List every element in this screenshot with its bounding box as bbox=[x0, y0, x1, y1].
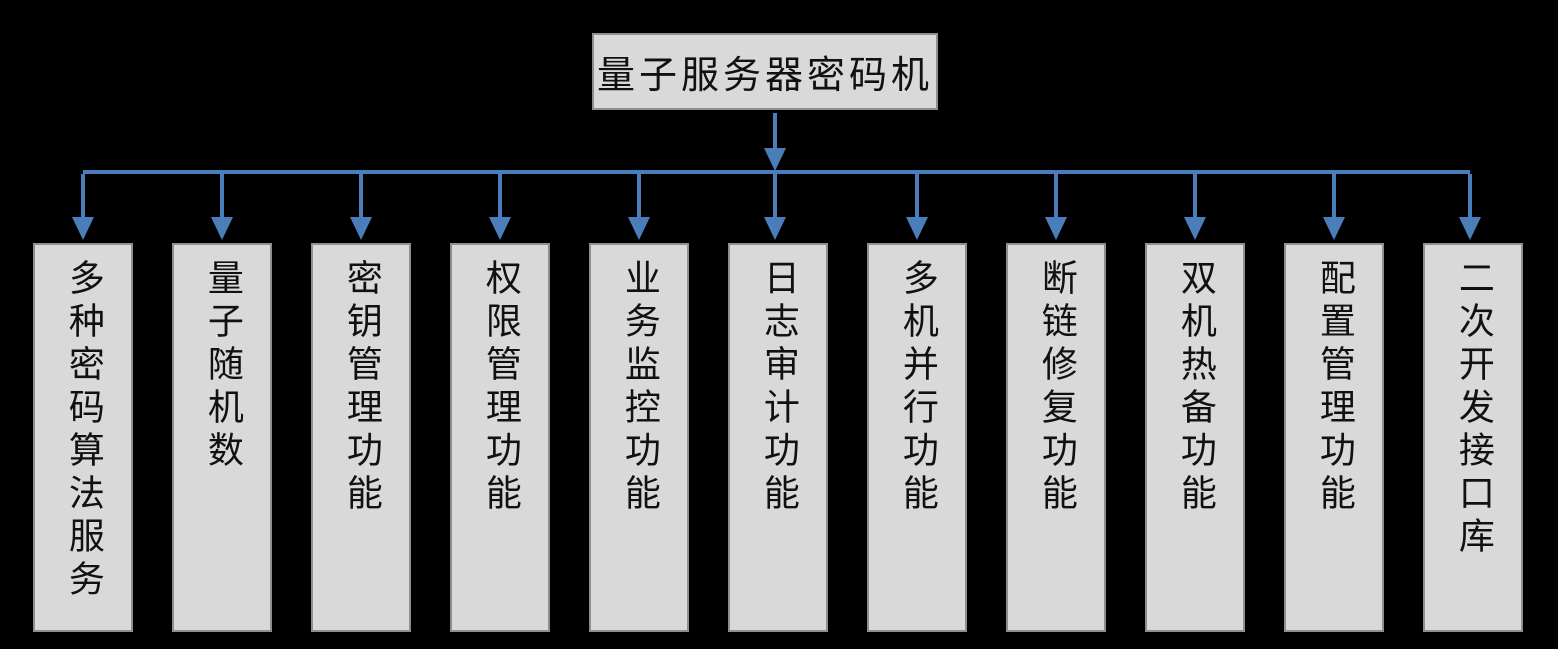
branch-down-arrow bbox=[1323, 174, 1345, 240]
child-node-label: 业务监控功能 bbox=[619, 259, 660, 517]
branch-down-arrow bbox=[1184, 174, 1206, 240]
child-node-label: 量子随机数 bbox=[202, 259, 243, 474]
branch-down-arrow bbox=[211, 174, 233, 240]
child-node-label: 多种密码算法服务 bbox=[63, 259, 104, 603]
child-node-hot-standby: 双机热备功能 bbox=[1145, 243, 1245, 632]
child-node-label: 密钥管理功能 bbox=[341, 259, 382, 517]
child-node-label: 多机并行功能 bbox=[897, 259, 938, 517]
branch-down-arrow bbox=[350, 174, 372, 240]
branch-down-arrow bbox=[489, 174, 511, 240]
child-node-label: 双机热备功能 bbox=[1175, 259, 1216, 517]
branch-down-arrow bbox=[72, 174, 94, 240]
child-node-label: 权限管理功能 bbox=[480, 259, 521, 517]
child-node-permission-management: 权限管理功能 bbox=[450, 243, 550, 632]
root-node: 量子服务器密码机 bbox=[592, 33, 938, 110]
child-node-label: 日志审计功能 bbox=[758, 259, 799, 517]
child-node-label: 配置管理功能 bbox=[1314, 259, 1355, 517]
root-node-label: 量子服务器密码机 bbox=[596, 55, 933, 97]
child-node-label: 断链修复功能 bbox=[1036, 259, 1077, 517]
branch-down-arrow bbox=[764, 174, 786, 240]
root-down-arrow bbox=[764, 113, 786, 171]
child-node-business-monitoring: 业务监控功能 bbox=[589, 243, 689, 632]
branch-down-arrow bbox=[1459, 174, 1481, 240]
branch-down-arrow bbox=[1045, 174, 1067, 240]
branch-down-arrow bbox=[906, 174, 928, 240]
child-node-multi-machine-parallel: 多机并行功能 bbox=[867, 243, 967, 632]
child-node-config-management: 配置管理功能 bbox=[1284, 243, 1384, 632]
child-node-link-repair: 断链修复功能 bbox=[1006, 243, 1106, 632]
child-node-label: 二次开发接口库 bbox=[1453, 259, 1494, 560]
branch-down-arrow bbox=[628, 174, 650, 240]
child-node-algorithms: 多种密码算法服务 bbox=[33, 243, 133, 632]
child-node-quantum-random: 量子随机数 bbox=[172, 243, 272, 632]
child-node-sdk-library: 二次开发接口库 bbox=[1423, 243, 1523, 632]
child-node-key-management: 密钥管理功能 bbox=[311, 243, 411, 632]
child-node-log-audit: 日志审计功能 bbox=[728, 243, 828, 632]
